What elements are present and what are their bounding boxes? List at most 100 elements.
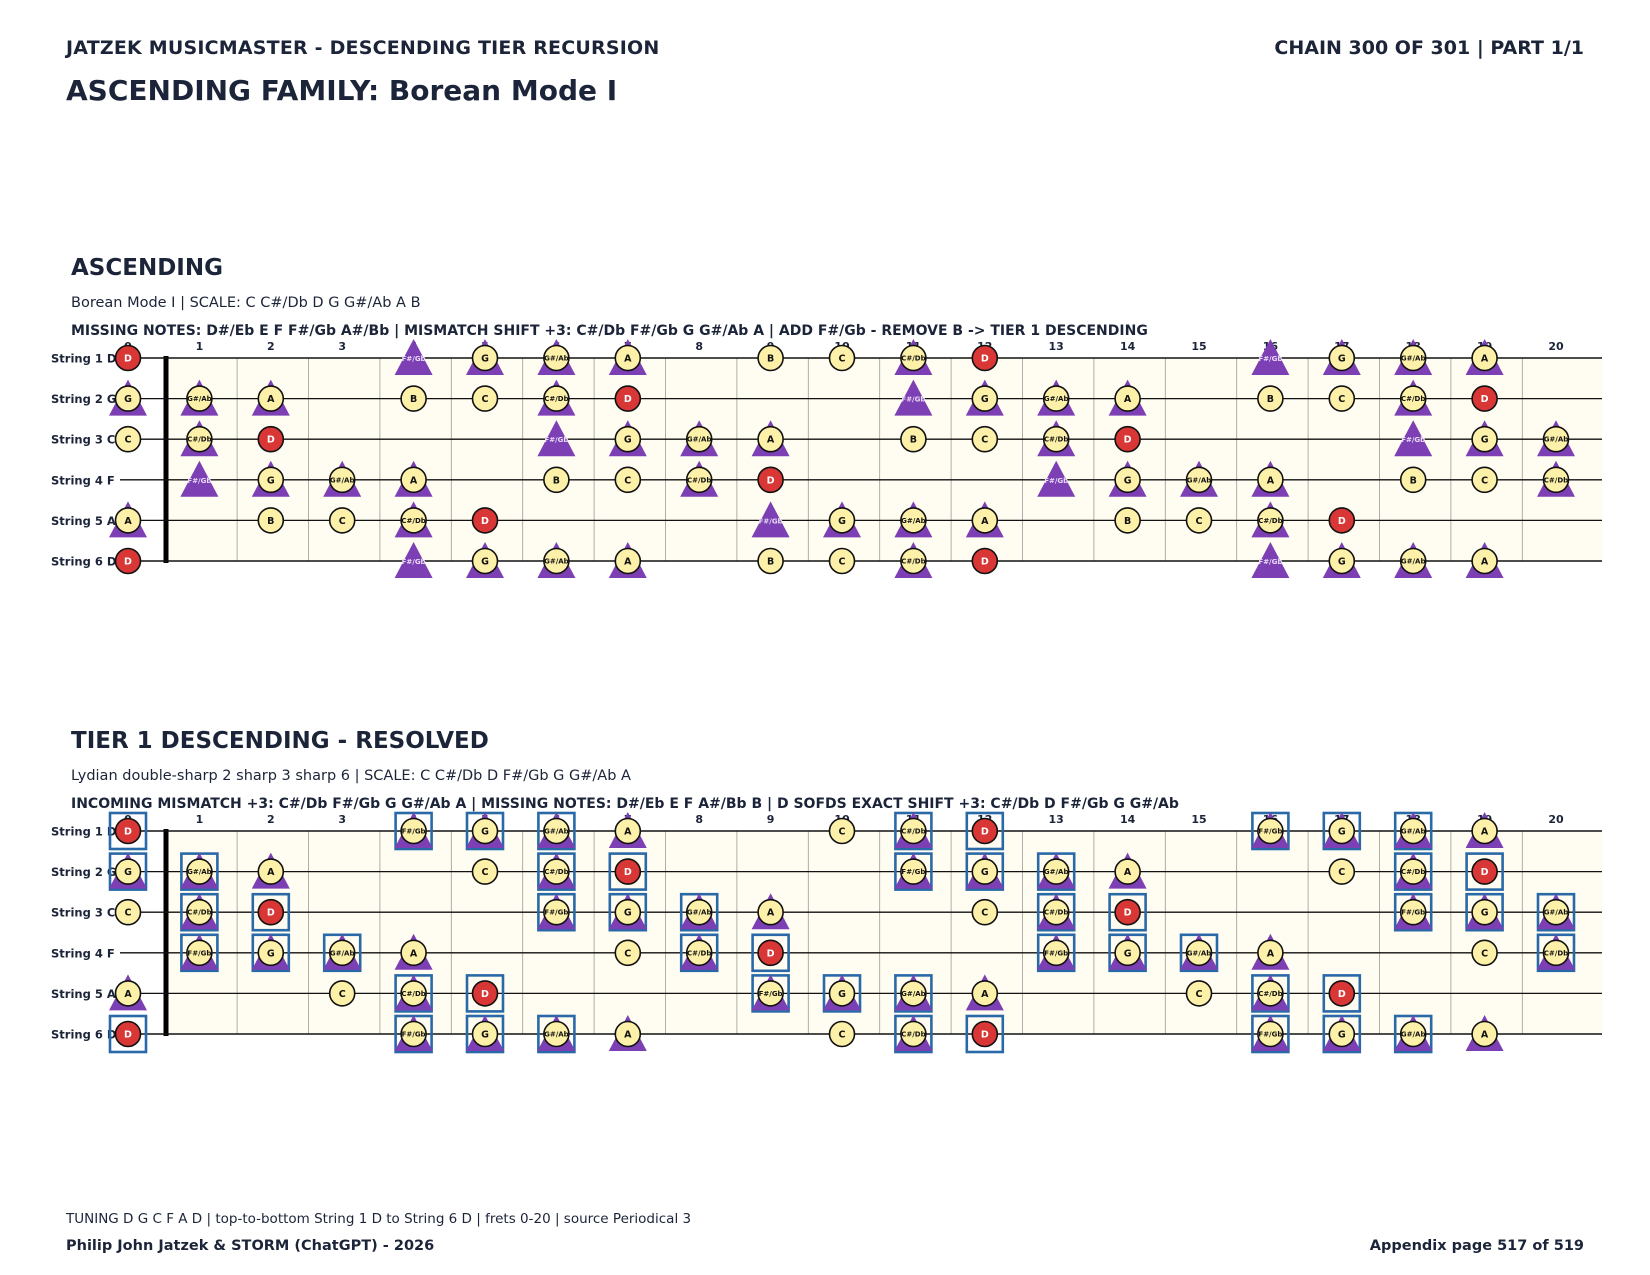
match-box bbox=[965, 811, 1005, 851]
note-marker bbox=[257, 858, 285, 885]
note-marker bbox=[614, 547, 642, 575]
note-label: D bbox=[1338, 516, 1346, 527]
note-label: G#/Ab bbox=[330, 476, 355, 484]
note-label: G#/Ab bbox=[544, 558, 569, 566]
note-label: A bbox=[1124, 867, 1132, 878]
note-marker bbox=[543, 466, 570, 494]
note-marker bbox=[900, 858, 927, 885]
note-marker bbox=[757, 425, 784, 453]
note-marker bbox=[543, 898, 570, 926]
string-label: String 3 C bbox=[51, 906, 115, 920]
note-label: C bbox=[1481, 948, 1488, 959]
note-label: G bbox=[124, 867, 132, 878]
note-marker bbox=[1399, 898, 1427, 926]
note-label: A bbox=[981, 989, 989, 1000]
note-label: G#/Ab bbox=[901, 990, 926, 998]
note-label: A bbox=[1481, 827, 1489, 838]
note-marker bbox=[1042, 858, 1070, 885]
note-label: D bbox=[981, 557, 989, 568]
note-label: C bbox=[125, 435, 132, 446]
root-note-marker bbox=[614, 385, 642, 412]
note-marker bbox=[1471, 547, 1498, 575]
string-label: String 6 D bbox=[51, 1028, 116, 1042]
note-label: G#/Ab bbox=[544, 828, 569, 836]
note-marker bbox=[1185, 507, 1213, 534]
root-note-marker bbox=[114, 1020, 142, 1048]
note-label: C bbox=[482, 867, 489, 878]
note-label: C#/Db bbox=[1044, 909, 1068, 917]
note-label: G#/Ab bbox=[1401, 1031, 1426, 1039]
fret-number: 20 bbox=[1548, 340, 1564, 353]
note-marker bbox=[471, 858, 499, 885]
note-marker bbox=[1328, 547, 1356, 575]
match-box bbox=[465, 974, 505, 1013]
note-marker bbox=[757, 344, 784, 372]
note-label: F#/Gb bbox=[402, 828, 426, 836]
note-label: C#/Db bbox=[1401, 868, 1425, 876]
note-label: F#/Gb bbox=[1258, 558, 1282, 566]
note-marker bbox=[186, 939, 213, 967]
string-label: String 1 D bbox=[51, 825, 116, 839]
note-label: F#/Gb bbox=[1401, 909, 1425, 917]
note-label: G bbox=[1338, 557, 1346, 568]
note-label: D bbox=[481, 516, 489, 527]
fret-number: 15 bbox=[1191, 340, 1206, 353]
note-label: G bbox=[1481, 908, 1489, 919]
section-subtitle-ascending: Borean Mode I | SCALE: C C#/Db D G G#/Ab… bbox=[71, 295, 421, 311]
note-label: A bbox=[1481, 1030, 1489, 1041]
note-label: B bbox=[767, 354, 774, 365]
note-marker bbox=[1257, 466, 1284, 494]
note-label: D bbox=[624, 394, 632, 405]
note-marker bbox=[1471, 898, 1498, 926]
note-marker bbox=[543, 385, 570, 412]
note-label: C#/Db bbox=[1544, 949, 1568, 957]
root-note-marker bbox=[1471, 858, 1498, 885]
family-title: ASCENDING FAMILY: Borean Mode I bbox=[66, 74, 618, 107]
note-label: G#/Ab bbox=[544, 355, 569, 363]
note-label: F#/Gb bbox=[901, 868, 925, 876]
note-marker bbox=[614, 898, 642, 926]
fret-number: 14 bbox=[1120, 340, 1136, 353]
note-label: A bbox=[124, 516, 132, 527]
fret-number: 3 bbox=[338, 340, 346, 353]
note-label: D bbox=[124, 354, 132, 365]
author-credit: Philip John Jatzek & STORM (ChatGPT) - 2… bbox=[66, 1238, 435, 1254]
fret-number: 3 bbox=[338, 813, 346, 826]
note-label: G#/Ab bbox=[901, 517, 926, 525]
note-marker bbox=[900, 980, 927, 1007]
note-marker bbox=[1042, 425, 1070, 453]
note-marker bbox=[543, 817, 570, 845]
note-label: A bbox=[767, 908, 775, 919]
note-marker bbox=[1257, 385, 1284, 412]
note-marker bbox=[900, 817, 927, 845]
note-label: C bbox=[339, 989, 346, 1000]
note-marker bbox=[1328, 344, 1356, 372]
note-marker bbox=[1542, 425, 1570, 453]
note-label: F#/Gb bbox=[1044, 477, 1068, 485]
root-note-marker bbox=[114, 817, 142, 845]
note-label: C bbox=[981, 435, 988, 446]
note-label: D bbox=[981, 827, 989, 838]
note-marker bbox=[971, 385, 999, 412]
note-marker bbox=[543, 858, 570, 885]
note-label: G bbox=[267, 475, 275, 486]
note-marker bbox=[1399, 547, 1427, 575]
note-label: A bbox=[624, 1030, 632, 1041]
root-note-marker bbox=[971, 1020, 999, 1048]
note-label: D bbox=[1481, 394, 1489, 405]
note-label: C#/Db bbox=[1401, 395, 1425, 403]
note-marker bbox=[1328, 858, 1356, 885]
note-label: C bbox=[1481, 475, 1488, 486]
note-marker bbox=[1257, 939, 1284, 967]
note-label: G#/Ab bbox=[1401, 355, 1426, 363]
note-label: C#/Db bbox=[901, 355, 925, 363]
note-label: C#/Db bbox=[1044, 436, 1068, 444]
note-label: G#/Ab bbox=[1401, 558, 1426, 566]
note-marker bbox=[186, 385, 213, 412]
note-label: G bbox=[1338, 827, 1346, 838]
note-marker bbox=[614, 344, 642, 372]
note-label: G#/Ab bbox=[1187, 476, 1212, 484]
note-marker bbox=[971, 898, 999, 926]
